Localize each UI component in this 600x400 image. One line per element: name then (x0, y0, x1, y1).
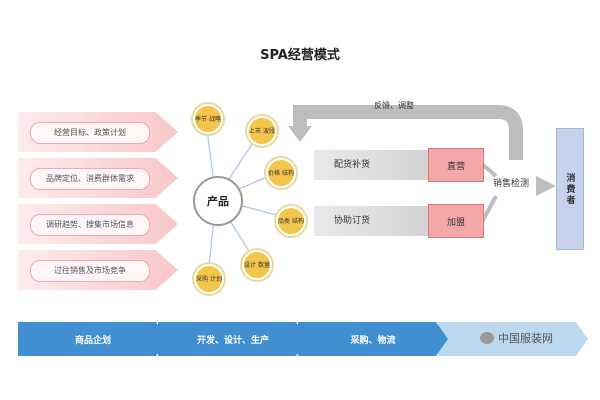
petal-label: 上市 波段 (249, 127, 275, 135)
connector-line (480, 195, 498, 223)
diagram-title: SPA经营模式 (260, 48, 340, 63)
input-label: 调研趋势、搜集市场信息 (30, 214, 150, 236)
stage-label: 商品企划 (74, 335, 111, 346)
input-arrow: 经营目标、政策计划 (18, 112, 178, 152)
stage-arrow: 开发、设计、生产 (158, 322, 308, 356)
flow-label: 协助订货 (334, 216, 371, 226)
channel-label: 直营 (446, 161, 465, 172)
petal-label: 采购 计划 (196, 275, 222, 283)
input-label: 品牌定位、消费群体需求 (30, 168, 150, 190)
watermark: 中国服装网 (480, 330, 553, 346)
sales-check-label: 销售检测 (492, 179, 529, 189)
channel-box: 直营 (428, 148, 484, 182)
input-arrow: 过往销售及市场竞争 (18, 250, 178, 290)
stage-label: 采购、物流 (350, 335, 396, 346)
petal-node: 品类 结构 (276, 206, 306, 236)
consumer-box: 消费者 (556, 128, 584, 250)
connector-line (480, 162, 498, 178)
feedback-label: 反馈、调整 (374, 101, 414, 110)
petal-label: 品类 结构 (278, 217, 304, 225)
input-arrow: 品牌定位、消费群体需求 (18, 158, 178, 198)
flow-label: 配货补货 (334, 160, 371, 170)
petal-label: 设计 数量 (244, 261, 270, 269)
to-consumer-arrowhead (536, 176, 556, 196)
feedback-arrow (293, 105, 523, 160)
petal-node: 季节 战略 (193, 104, 223, 134)
petal-label: 季节 战略 (195, 115, 221, 123)
petal-node: 价格 结构 (266, 158, 296, 188)
wechat-icon (480, 332, 494, 344)
feedback-arrowhead (288, 126, 312, 142)
stage-arrow: 采购、物流 (298, 322, 448, 356)
watermark-label: 中国服装网 (498, 332, 553, 345)
petal-node: 设计 数量 (242, 250, 272, 280)
channel-box: 加盟 (428, 204, 484, 238)
petal-node: 采购 计划 (194, 264, 224, 294)
product-label: 产品 (207, 195, 229, 208)
input-label: 经营目标、政策计划 (30, 122, 150, 144)
petal-label: 价格 结构 (268, 169, 294, 177)
input-arrow: 调研趋势、搜集市场信息 (18, 204, 178, 244)
input-label: 过往销售及市场竞争 (30, 260, 150, 282)
consumer-label: 消费者 (564, 172, 575, 206)
stage-label: 开发、设计、生产 (196, 335, 269, 346)
petal-node: 上市 波段 (247, 116, 277, 146)
stage-arrow (438, 322, 588, 356)
channel-label: 加盟 (446, 217, 465, 228)
stage-arrow: 商品企划 (18, 322, 168, 356)
product-node: 产品 (193, 176, 243, 226)
